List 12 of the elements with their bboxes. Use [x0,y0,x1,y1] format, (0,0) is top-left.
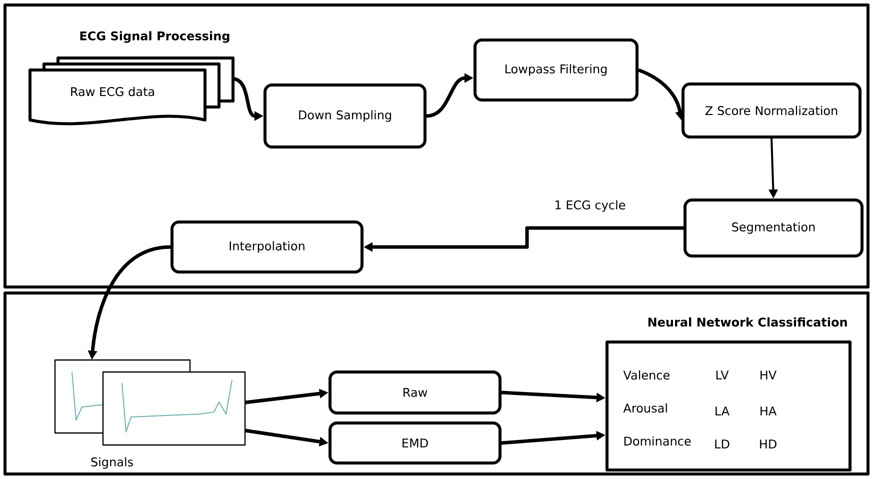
process-box: EMD [328,422,502,464]
process-box: Down Sampling [264,84,426,148]
result-table: Valence LV HV Arousal LA HA Dominance LD HD [606,340,852,472]
process-box: Interpolation [170,220,364,274]
process-box: Z Score Normalization [682,82,862,138]
document-stack: Raw ECG data [28,56,234,126]
process-box: Raw [328,370,502,414]
edge-label: 1 ECG cycle [553,199,627,213]
process-box: Lowpass Filtering [474,38,638,102]
signal-plot-drawing: Signals [54,359,246,469]
node-label: Signals [91,457,133,469]
process-box: Segmentation [684,198,864,258]
